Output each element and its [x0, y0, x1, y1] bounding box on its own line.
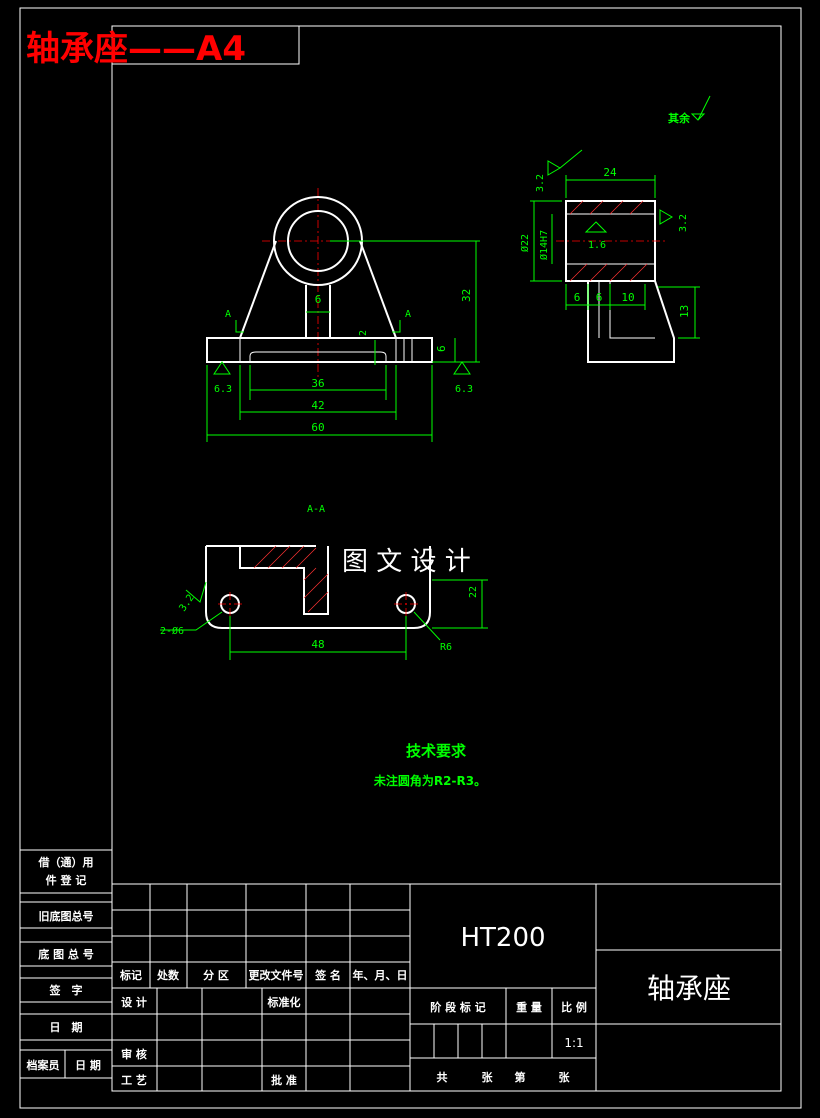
ra-bore: 1.6 [588, 240, 606, 251]
lbl-date: 日 期 [50, 1020, 83, 1034]
dim-42: 42 [311, 399, 324, 412]
section-marker-left: A [225, 309, 231, 320]
material: HT200 [460, 923, 545, 953]
row-review: 审 核 [121, 1047, 147, 1061]
row-design: 设 计 [121, 995, 147, 1009]
section-view: A-A 48 22 R6 2-Ø6 3.2 [160, 504, 488, 660]
holes-label: 2-Ø6 [160, 625, 184, 637]
hdr-zone: 分 区 [203, 968, 229, 982]
dim-6b-side: 6 [596, 291, 603, 304]
part-name: 轴承座 [647, 972, 731, 1005]
sheet-title: 轴承座——A4 [26, 29, 246, 69]
ra-holes: 3.2 [177, 593, 196, 614]
dim-22: 22 [468, 586, 479, 598]
inner-frame [111, 25, 782, 1092]
left-column: 借（通）用 件 登 记 旧底图总号 底 图 总 号 签 字 日 期 档案员 日 … [20, 849, 112, 1079]
section-marker-right: A [405, 309, 411, 320]
lbl-base-drawing: 底 图 总 号 [38, 947, 94, 961]
scale-label: 比 例 [561, 1000, 587, 1014]
title-box [111, 25, 300, 65]
ra-right: 6.3 [455, 384, 473, 395]
row-process: 工 艺 [121, 1073, 147, 1087]
watermark: 图 文 设 计 [342, 547, 471, 577]
dim-6b: 6 [435, 345, 448, 352]
hdr-date: 年、月、日 [353, 968, 408, 982]
outer-border [19, 7, 802, 1109]
dia-22: Ø22 [519, 234, 531, 252]
dim-6: 6 [315, 293, 322, 306]
dim-2: 2 [358, 330, 369, 336]
tech-title: 技术要求 [406, 742, 467, 760]
scale-value: 1:1 [564, 1036, 583, 1050]
dim-36: 36 [311, 377, 324, 390]
side-view: 24 Ø22 Ø14H7 3.2 3.2 1.6 6 6 10 13 [519, 149, 700, 363]
weight-label: 重 量 [516, 1000, 542, 1014]
dim-48: 48 [311, 638, 324, 651]
row-standard: 标准化 [267, 995, 301, 1009]
lbl-old-drawing: 旧底图总号 [39, 909, 94, 923]
surface-roughness-note: 其余 [668, 95, 711, 125]
dim-13: 13 [678, 305, 691, 318]
hdr-sign: 签 名 [314, 968, 341, 982]
ra-side-right: 3.2 [678, 214, 689, 232]
row-approve: 批 准 [271, 1073, 297, 1087]
lbl-borrow: 借（通）用 [38, 855, 94, 869]
lbl-signature: 签 字 [49, 983, 83, 997]
stage-label: 阶 段 标 记 [430, 1000, 486, 1014]
dim-10: 10 [621, 291, 634, 304]
hdr-mark: 标记 [119, 968, 142, 982]
dim-6a-side: 6 [574, 291, 581, 304]
lbl-register: 件 登 记 [46, 873, 87, 887]
dim-24: 24 [603, 166, 617, 179]
hdr-count: 处数 [156, 968, 180, 982]
dim-60: 60 [311, 421, 324, 434]
hdr-docno: 更改文件号 [249, 968, 304, 982]
front-view: 36 42 60 32 6 2 6 A A 6.3 6.3 [206, 188, 480, 442]
tech-note: 未注圆角为R2-R3。 [373, 773, 486, 788]
title-block: 标记 处数 分 区 更改文件号 签 名 年、月、日 设 计 标准化 审 核 工 … [112, 883, 781, 1091]
svg-text:其余: 其余 [668, 111, 691, 125]
lbl-archivist: 档案员 [27, 1058, 60, 1072]
dim-32: 32 [460, 289, 473, 302]
dia-14: Ø14H7 [538, 230, 550, 260]
sheet-unit2: 张 [559, 1070, 571, 1084]
lbl-date2: 日 期 [75, 1058, 101, 1072]
sheets-unit: 张 [482, 1070, 494, 1084]
sheets-total: 共 [437, 1070, 448, 1084]
radius-r6: R6 [440, 642, 452, 653]
section-label: A-A [307, 504, 325, 515]
ra-side-top: 3.2 [535, 174, 546, 192]
ra-left: 6.3 [214, 384, 232, 395]
sheet-no: 第 [515, 1070, 526, 1084]
